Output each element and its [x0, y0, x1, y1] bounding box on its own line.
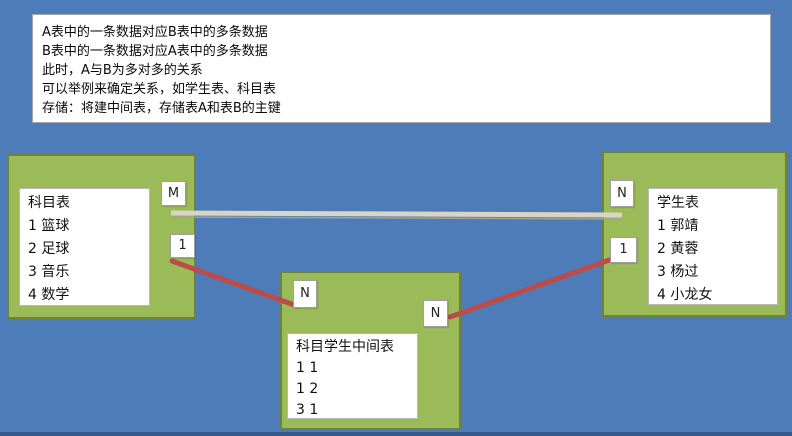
cardinality-label-student-one: 1 [610, 237, 637, 263]
junction-table-card: 科目学生中间表 1 1 1 2 3 1 [287, 333, 418, 419]
junction-table-title: 科目学生中间表 [296, 339, 394, 355]
mn-relationship-line-shadow [170, 216, 623, 220]
table-row: 1 郭靖 [657, 218, 699, 234]
student-table-title: 学生表 [657, 195, 699, 211]
cardinality-label-subject-m: M [161, 181, 186, 206]
note-line: 此时，A与B为多对多的关系 [42, 63, 203, 78]
student-table-card: 学生表 1 郭靖 2 黄蓉 3 杨过 4 小龙女 [648, 188, 778, 305]
table-row: 1 2 [296, 381, 319, 397]
table-row: 3 音乐 [28, 264, 70, 280]
note-line: A表中的一条数据对应B表中的多条数据 [42, 25, 268, 40]
note-line: B表中的一条数据对应A表中的多条数据 [42, 44, 268, 59]
subject-table-card: 科目表 1 篮球 2 足球 3 音乐 4 数学 [19, 188, 150, 306]
cardinality-label-junction-left-n: N [293, 280, 317, 308]
table-row: 3 杨过 [657, 264, 699, 280]
mn-relationship-line [170, 210, 623, 218]
cardinality-label-student-n: N [610, 180, 634, 207]
table-row: 1 1 [296, 360, 319, 376]
window-edge [0, 432, 792, 436]
notes-textbox: A表中的一条数据对应B表中的多条数据 B表中的一条数据对应A表中的多条数据 此时… [32, 14, 771, 123]
note-line: 可以举例来确定关系，如学生表、科目表 [42, 82, 277, 97]
table-row: 4 数学 [28, 287, 70, 303]
table-row: 2 足球 [28, 241, 70, 257]
table-row: 4 小龙女 [657, 287, 713, 303]
table-row: 3 1 [296, 402, 319, 418]
cardinality-label-junction-right-n: N [423, 300, 448, 327]
note-line: 存储：将建中间表，存储表A和表B的主键 [42, 101, 281, 116]
cardinality-label-subject-one: 1 [170, 234, 195, 258]
subject-table-title: 科目表 [28, 195, 70, 211]
table-row: 2 黄蓉 [657, 241, 699, 257]
table-row: 1 篮球 [28, 218, 70, 234]
student-junction-line [447, 255, 618, 320]
